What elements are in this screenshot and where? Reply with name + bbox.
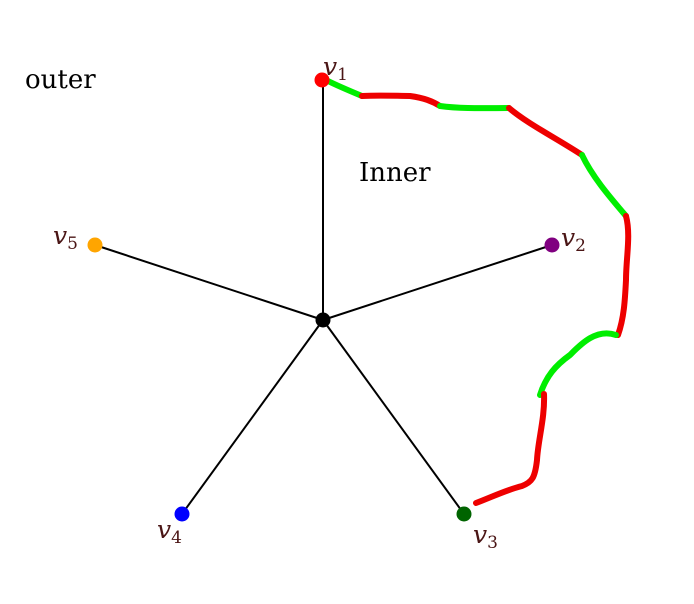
vertex-v2 <box>544 237 560 253</box>
outer-path-segment <box>537 330 619 398</box>
edge-center-v4 <box>181 319 324 515</box>
outer-path-segment <box>473 391 548 506</box>
vertex-label-v2: v2 <box>561 223 586 256</box>
vertex-v4 <box>174 506 190 522</box>
outer-path-segment <box>579 152 629 219</box>
outer-path-segment <box>359 92 443 109</box>
outer-path-segment <box>615 213 632 338</box>
vertex-v1 <box>314 72 330 88</box>
outer-path-segment <box>325 78 365 99</box>
outer-region-label: outer <box>25 65 96 95</box>
vertex-label-v3: v3 <box>473 520 498 553</box>
vertex-label-v5: v5 <box>53 221 78 254</box>
outer-path <box>325 78 632 506</box>
outer-path-segment <box>437 103 512 112</box>
edge-center-v3 <box>322 319 465 515</box>
edge-center-v2 <box>322 244 553 321</box>
vertex-label-v4: v4 <box>157 515 182 548</box>
inner-region-label: Inner <box>359 158 431 188</box>
vertex-label-v1: v1 <box>323 52 348 85</box>
vertex-v5 <box>87 237 103 253</box>
outer-path-segment <box>506 105 585 158</box>
center-node <box>315 312 331 328</box>
vertex-v3 <box>456 506 472 522</box>
edge-center-v5 <box>94 244 324 321</box>
spokes <box>94 80 553 515</box>
